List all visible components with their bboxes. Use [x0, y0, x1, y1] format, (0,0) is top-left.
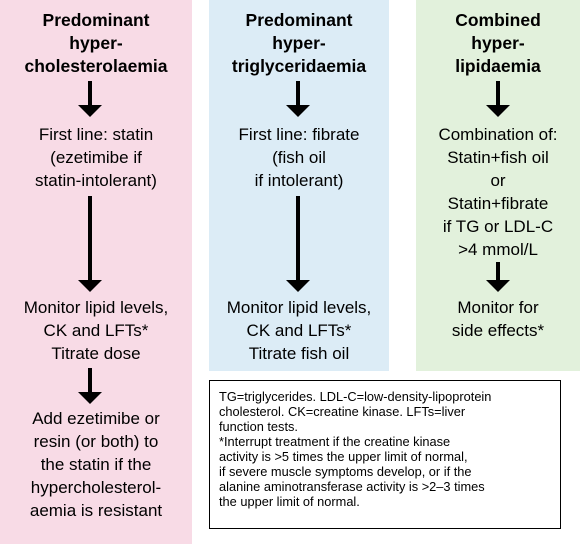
step-monitor-lipids-fish-oil: Monitor lipid levels, CK and LFTs* Titra…: [209, 296, 389, 365]
step-line: aemia is resistant: [29, 501, 163, 520]
step-line: (ezetimibe if: [50, 148, 142, 167]
footnote-line: TG=triglycerides. LDL-C=low-density-lipo…: [219, 389, 492, 404]
column-title-triglyceridaemia: Predominant hyper- triglyceridaemia: [209, 9, 389, 78]
column-panel-cholesterolaemia: [0, 0, 192, 544]
step-line: CK and LFTs*: [246, 321, 352, 340]
title-line: hyper-: [69, 33, 123, 53]
step-line: First line: fibrate: [238, 125, 360, 144]
flow-arrow-down: [286, 81, 310, 117]
step-line: Statin+fibrate: [447, 194, 549, 213]
step-line: (fish oil: [272, 148, 326, 167]
step-line: Monitor lipid levels,: [23, 298, 169, 317]
step-line: resin (or both) to: [33, 432, 159, 451]
step-first-line-fibrate: First line: fibrate (fish oil if intoler…: [209, 123, 389, 192]
step-add-ezetimibe: Add ezetimibe or resin (or both) to the …: [0, 407, 192, 522]
title-line: lipidaemia: [455, 56, 541, 76]
flow-arrow-down: [486, 81, 510, 117]
footnote-line: function tests.: [219, 419, 298, 434]
step-monitor-lipids: Monitor lipid levels, CK and LFTs* Titra…: [0, 296, 192, 365]
step-line: >4 mmol/L: [458, 240, 538, 259]
step-line: side effects*: [451, 321, 545, 340]
step-line: Titrate fish oil: [248, 344, 350, 363]
flow-arrow-down: [78, 196, 102, 292]
step-line: Add ezetimibe or: [32, 409, 160, 428]
title-line: Predominant: [42, 10, 150, 30]
title-line: hyper-: [272, 33, 326, 53]
column-panel-combined: [416, 0, 580, 371]
flow-arrow-down: [286, 196, 310, 292]
step-line: or: [490, 171, 506, 190]
title-line: cholesterolaemia: [24, 56, 168, 76]
step-monitor-side-effects: Monitor for side effects*: [416, 296, 580, 342]
title-line: Predominant: [245, 10, 353, 30]
footnote-line: cholesterol. CK=creatine kinase. LFTs=li…: [219, 404, 466, 419]
column-title-cholesterolaemia: Predominant hyper- cholesterolaemia: [0, 9, 192, 78]
footnote-line: activity is >5 times the upper limit of …: [219, 449, 468, 464]
step-first-line-statin: First line: statin (ezetimibe if statin-…: [0, 123, 192, 192]
step-line: Statin+fish oil: [447, 148, 549, 167]
step-line: hypercholesterol-: [30, 478, 162, 497]
step-line: statin-intolerant): [35, 171, 157, 190]
footnote-line: alanine aminotransferase activity is >2–…: [219, 479, 485, 494]
footnote-box: TG=triglycerides. LDL-C=low-density-lipo…: [209, 380, 561, 529]
step-line: if intolerant): [254, 171, 344, 190]
step-line: CK and LFTs*: [43, 321, 149, 340]
title-line: triglyceridaemia: [231, 56, 367, 76]
footnote-line: the upper limit of normal.: [219, 494, 360, 509]
footnote-line: *Interrupt treatment if the creatine kin…: [219, 434, 451, 449]
column-title-combined: Combined hyper- lipidaemia: [416, 9, 580, 78]
flow-arrow-down: [486, 262, 510, 292]
step-line: Titrate dose: [51, 344, 141, 363]
step-line: Combination of:: [438, 125, 558, 144]
step-line: Monitor for: [457, 298, 539, 317]
step-line: the statin if the: [40, 455, 152, 474]
step-line: First line: statin: [38, 125, 154, 144]
title-line: hyper-: [471, 33, 525, 53]
step-line: if TG or LDL-C: [442, 217, 554, 236]
title-line: Combined: [455, 10, 541, 30]
footnote-line: if severe muscle symptoms develop, or if…: [219, 464, 472, 479]
step-combination: Combination of: Statin+fish oil or Stati…: [416, 123, 580, 261]
step-line: Monitor lipid levels,: [226, 298, 372, 317]
column-panel-triglyceridaemia: [209, 0, 389, 371]
flow-arrow-down: [78, 81, 102, 117]
flow-arrow-down: [78, 368, 102, 404]
